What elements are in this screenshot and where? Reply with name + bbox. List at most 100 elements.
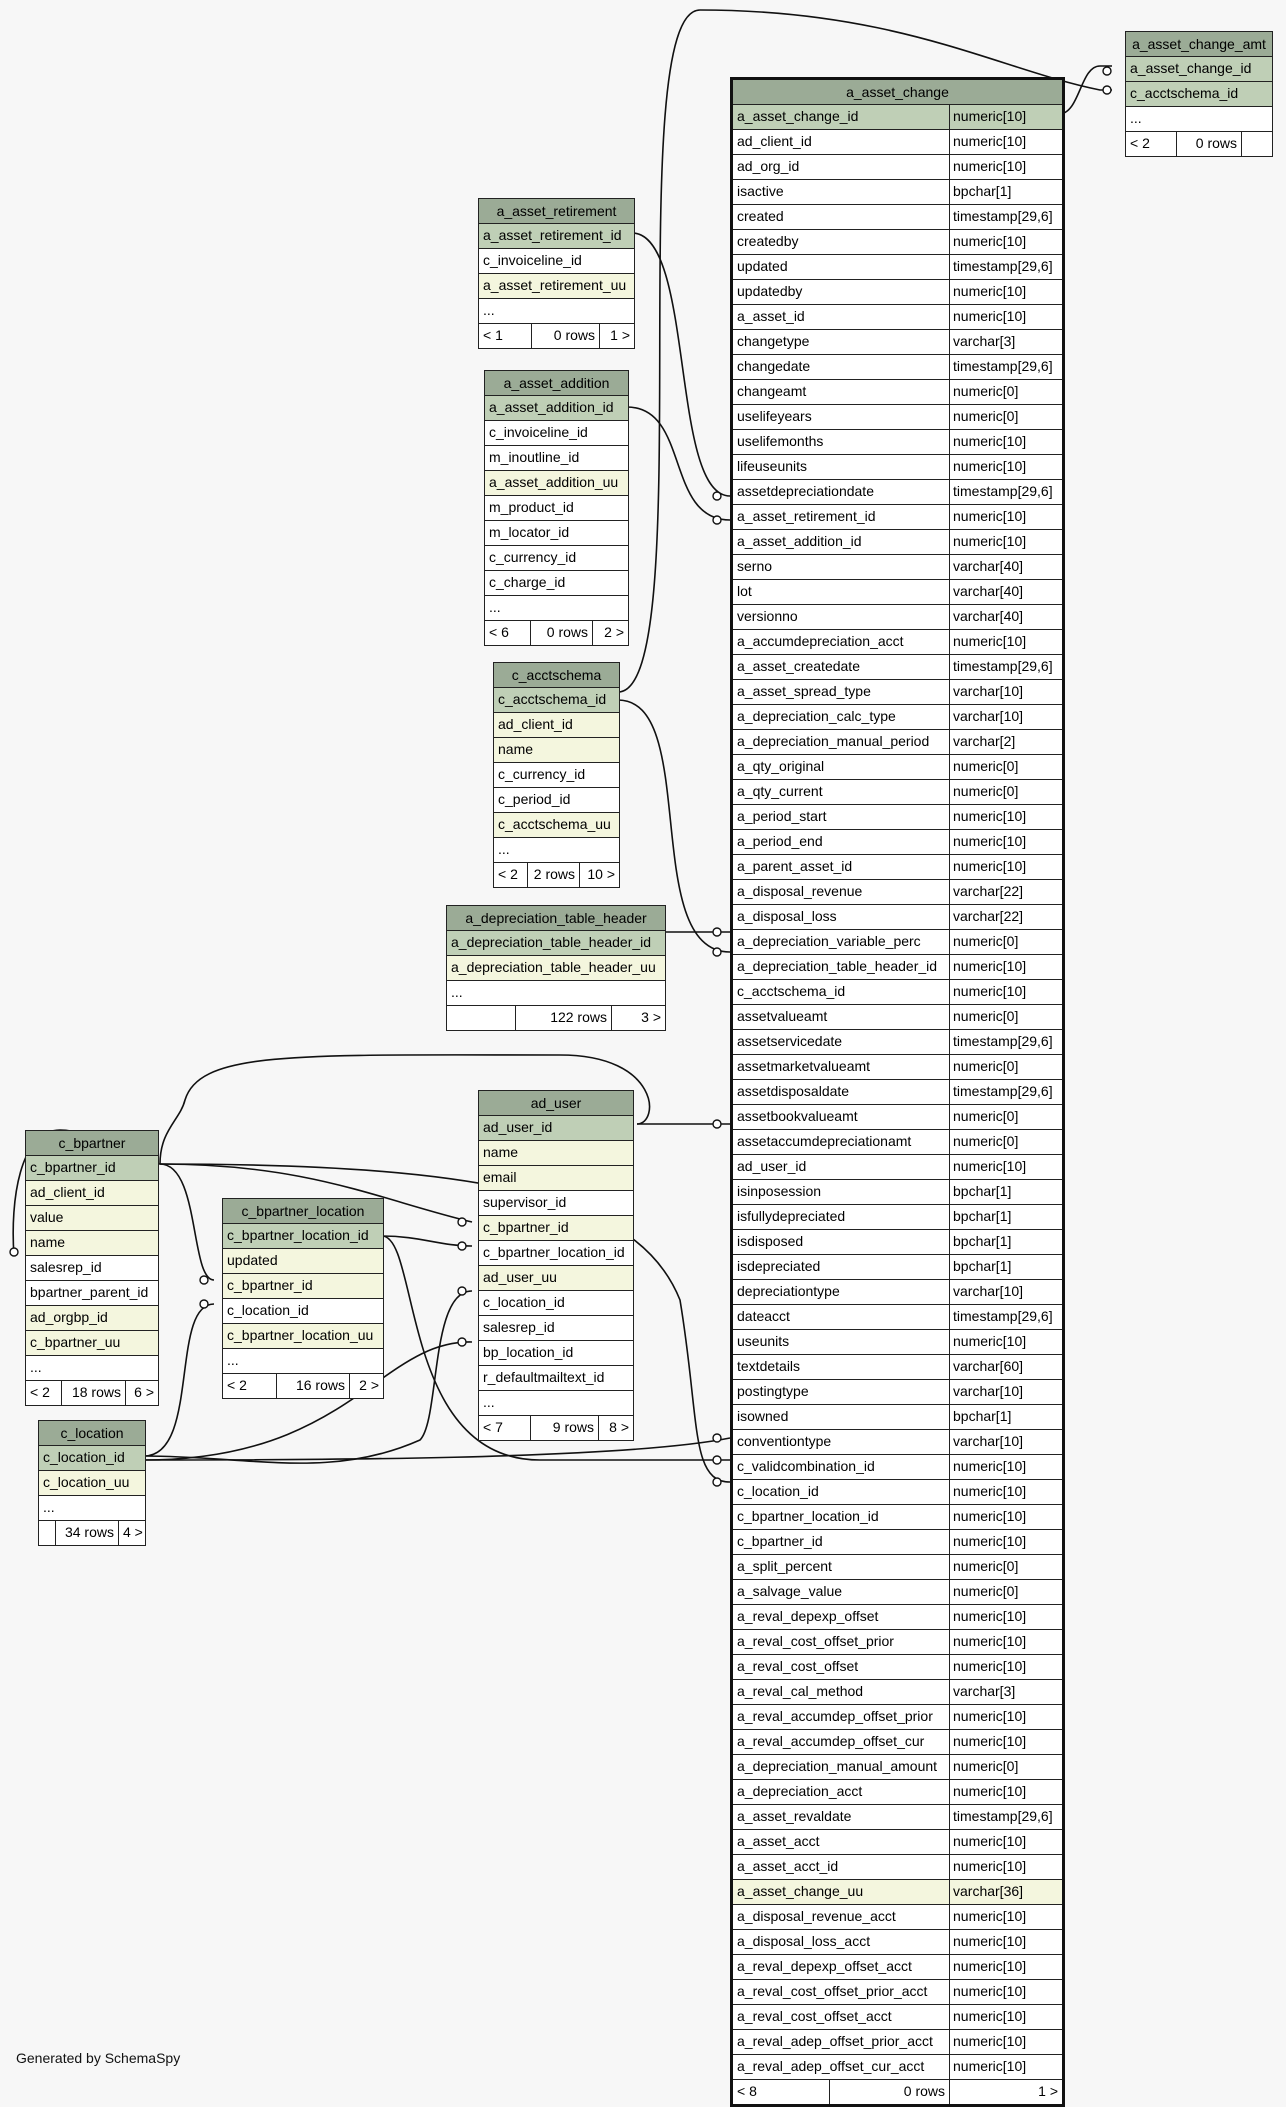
column-row[interactable]: ... — [1126, 107, 1272, 132]
table-footer-cell[interactable] — [447, 1006, 515, 1030]
table-footer-cell[interactable]: < 7 — [483, 1419, 503, 1435]
table-footer-cell[interactable]: < 2 — [30, 1384, 50, 1400]
column-row[interactable]: a_depreciation_table_header_id — [447, 931, 665, 956]
table-footer-cell[interactable]: < 2 — [227, 1377, 247, 1393]
table-footer-cell[interactable]: 1 > — [949, 2080, 1062, 2104]
column-row[interactable]: a_asset_retirement_id — [479, 224, 634, 249]
column-row[interactable]: ... — [26, 1356, 158, 1381]
column-row[interactable]: c_invoiceline_id — [479, 249, 634, 274]
table-footer-cell[interactable]: 8 > — [598, 1416, 633, 1440]
column-row[interactable]: ad_orgbp_id — [26, 1306, 158, 1331]
column-row[interactable]: name — [26, 1231, 158, 1256]
table-footer-cell[interactable]: 2 > — [349, 1374, 383, 1398]
column-row[interactable]: m_product_id — [485, 496, 628, 521]
column-row[interactable]: c_location_id — [223, 1299, 383, 1324]
column-row[interactable]: c_bpartner_uu — [26, 1331, 158, 1356]
column-row[interactable]: c_bpartner_id — [26, 1156, 158, 1181]
column-row[interactable]: c_location_id — [479, 1291, 633, 1316]
column-row[interactable]: updated — [223, 1249, 383, 1274]
column-row[interactable]: bpartner_parent_id — [26, 1281, 158, 1306]
column-row[interactable]: ... — [447, 981, 665, 1006]
column-row[interactable]: ... — [39, 1496, 145, 1521]
column-row[interactable]: ad_client_id — [494, 713, 619, 738]
column-row[interactable]: r_defaultmailtext_id — [479, 1366, 633, 1391]
column-row[interactable]: c_bpartner_location_uu — [223, 1324, 383, 1349]
table-footer-cell[interactable]: 10 > — [579, 863, 619, 887]
column-row[interactable]: c_currency_id — [485, 546, 628, 571]
column-row[interactable]: a_depreciation_table_header_uu — [447, 956, 665, 981]
column-row[interactable]: c_invoiceline_id — [485, 421, 628, 446]
column-row[interactable]: a_asset_addition_uu — [485, 471, 628, 496]
table-footer-cell[interactable]: 3 > — [611, 1006, 665, 1030]
column-row[interactable]: c_bpartner_id — [223, 1274, 383, 1299]
table-footer-cell[interactable]: < 1 — [483, 327, 503, 343]
column-row[interactable]: ad_user_uu — [479, 1266, 633, 1291]
table-footer-cell[interactable]: < 6 — [489, 624, 509, 640]
table-footer-cell[interactable]: 4 > — [118, 1521, 145, 1545]
column-row[interactable]: c_bpartner_id — [479, 1216, 633, 1241]
column-row[interactable]: ... — [479, 299, 634, 324]
column-row[interactable]: bp_location_id — [479, 1341, 633, 1366]
column-row[interactable]: c_location_uu — [39, 1471, 145, 1496]
table-footer-cell[interactable] — [39, 1521, 55, 1545]
column-row[interactable]: ad_user_id — [479, 1116, 633, 1141]
table-footer-cell[interactable]: 1 > — [599, 324, 634, 348]
column-row[interactable]: ad_client_id — [26, 1181, 158, 1206]
column-row[interactable]: ... — [223, 1349, 383, 1374]
table-footer-cell[interactable]: 2 > — [592, 621, 628, 645]
column-row[interactable]: ... — [494, 838, 619, 863]
column-row[interactable]: supervisor_id — [479, 1191, 633, 1216]
table-footer-cell[interactable]: < 8 — [737, 2083, 757, 2099]
